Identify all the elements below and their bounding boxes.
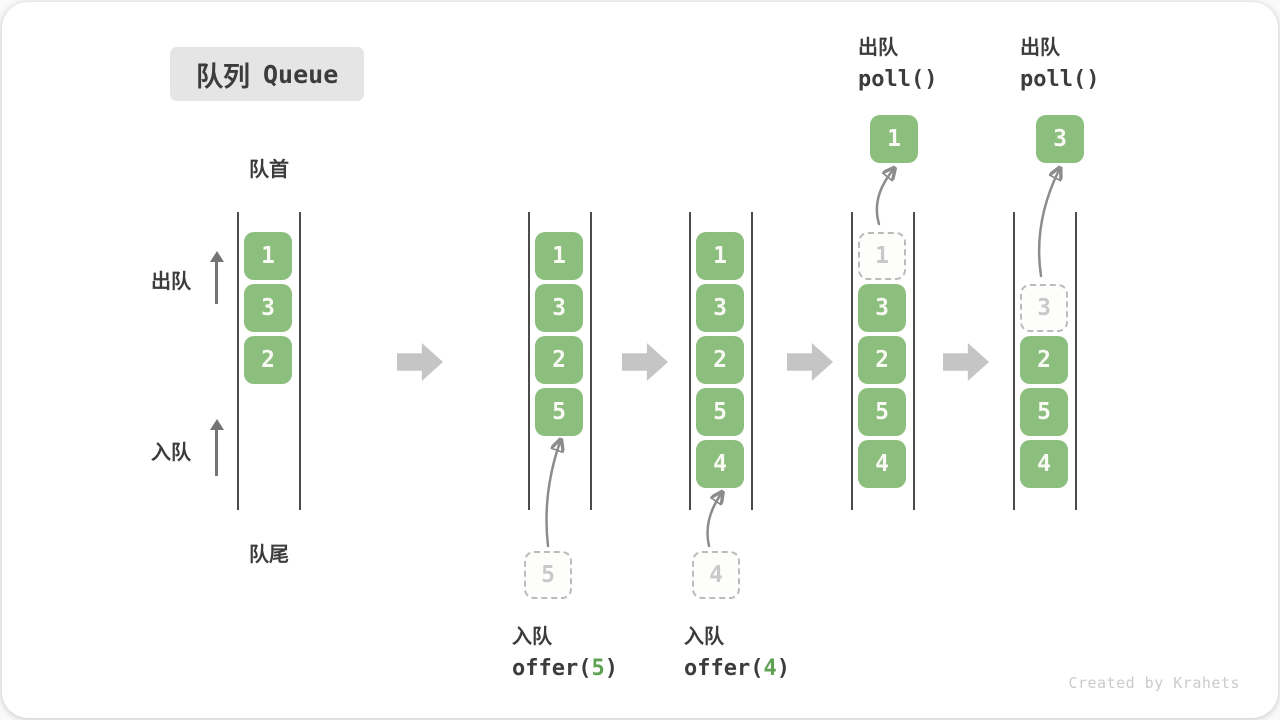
title-zh: 队列	[196, 61, 250, 92]
queue-3-wall-right	[751, 212, 753, 510]
op-label-zh: 出队	[1020, 37, 1060, 59]
title-en: Queue	[263, 59, 339, 89]
enqueue-direction-arrow-icon	[209, 419, 224, 476]
label-queue-rear: 队尾	[249, 544, 289, 566]
queue-5-op-label: 出队 poll()	[1020, 31, 1099, 92]
queue-5-cell: 5	[1020, 388, 1068, 436]
queue-3-staged-item-box: 4	[692, 551, 740, 599]
watermark: Created by Krahets	[1068, 674, 1240, 692]
queue-3-wall-left	[689, 212, 691, 510]
code-arg: 4	[763, 656, 777, 681]
queue-2-cell: 1	[535, 232, 583, 280]
label-queue-front: 队首	[249, 159, 289, 181]
queue-1-wall-right	[299, 212, 301, 510]
queue-4-cell: 5	[858, 388, 906, 436]
queue-4-cell: 2	[858, 336, 906, 384]
queue-2-op-label: 入队 offer(5)	[512, 620, 618, 681]
code-post: )	[604, 656, 618, 681]
op-label-code: offer(4)	[684, 656, 790, 681]
queue-3-cell: 5	[696, 388, 744, 436]
op-label-code: poll()	[1020, 67, 1099, 92]
queue-1-cell: 3	[244, 284, 292, 332]
code-pre: offer(	[684, 656, 764, 681]
queue-2-wall-left	[528, 212, 530, 510]
code-pre: offer(	[512, 656, 592, 681]
queue-5-cell: 4	[1020, 440, 1068, 488]
label-enqueue: 入队	[151, 442, 191, 464]
code-pre: poll()	[1020, 67, 1100, 92]
queue-4-cell: 4	[858, 440, 906, 488]
queue-1-cell: 1	[244, 232, 292, 280]
queue-3-cell: 3	[696, 284, 744, 332]
queue-3-cell: 4	[696, 440, 744, 488]
queue-3-cell: 2	[696, 336, 744, 384]
queue-4-op-label: 出队 poll()	[858, 31, 937, 92]
op-label-code: offer(5)	[512, 656, 618, 681]
queue-2-cell: 3	[535, 284, 583, 332]
code-post: )	[776, 656, 790, 681]
op-label-zh: 出队	[858, 37, 898, 59]
queue-4-wall-right	[913, 212, 915, 510]
queue-4-cell: 3	[858, 284, 906, 332]
op-label-zh: 入队	[512, 626, 552, 648]
queue-5-wall-right	[1075, 212, 1077, 510]
queue-4-cell-removed: 1	[858, 232, 906, 280]
title-badge: 队列 Queue	[170, 47, 365, 101]
queue-5-dequeued-item-box: 3	[1036, 115, 1084, 163]
dequeue-direction-arrow-icon	[209, 251, 224, 304]
queue-2-cell: 5	[535, 388, 583, 436]
queue-4-dequeued-item-box: 1	[870, 115, 918, 163]
queue-5-cell: 2	[1020, 336, 1068, 384]
queue-2-staged-item-box: 5	[524, 551, 572, 599]
queue-3-op-label: 入队 offer(4)	[684, 620, 790, 681]
queue-2-cell: 2	[535, 336, 583, 384]
code-pre: poll()	[858, 67, 938, 92]
queue-4-wall-left	[851, 212, 853, 510]
op-label-code: poll()	[858, 67, 937, 92]
queue-5-wall-left	[1013, 212, 1015, 510]
code-arg: 5	[591, 656, 605, 681]
queue-2-wall-right	[590, 212, 592, 510]
op-label-zh: 入队	[684, 626, 724, 648]
queue-5-cell-removed: 3	[1020, 284, 1068, 332]
queue-1-wall-left	[237, 212, 239, 510]
label-dequeue: 出队	[151, 271, 191, 293]
queue-3-cell: 1	[696, 232, 744, 280]
queue-1-cell: 2	[244, 336, 292, 384]
